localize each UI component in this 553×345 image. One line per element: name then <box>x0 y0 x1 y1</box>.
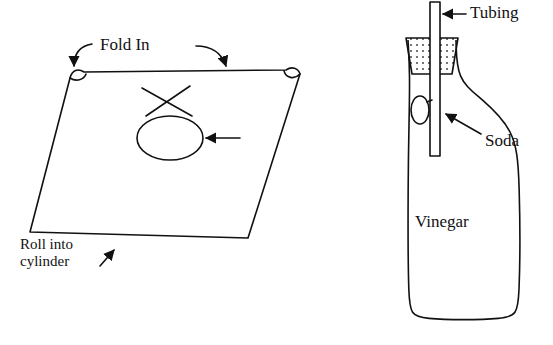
bottle-outline <box>385 35 525 325</box>
tubing-label: Tubing <box>470 4 519 23</box>
leader-arrow <box>443 13 466 15</box>
pointer-arrow <box>206 137 240 139</box>
fold-label: Fold In <box>100 36 150 55</box>
roll-arrow <box>100 250 114 266</box>
fold-arrow <box>196 46 226 66</box>
fold-flap <box>70 74 86 80</box>
soda-packet <box>411 96 429 124</box>
roll-label: Roll into cylinder <box>20 236 98 269</box>
packet-string <box>427 100 432 102</box>
tie-cross <box>142 86 192 116</box>
fold-flap <box>284 71 300 78</box>
soda-pile <box>137 116 203 160</box>
fold-arrow <box>74 44 92 66</box>
bottle-contents: Vinegar <box>415 213 469 232</box>
bottle: Vinegar <box>385 35 525 325</box>
tubing <box>430 2 440 156</box>
leader-arrow <box>446 114 481 134</box>
paper-sheet <box>30 68 300 238</box>
bottle-outline <box>408 40 520 320</box>
